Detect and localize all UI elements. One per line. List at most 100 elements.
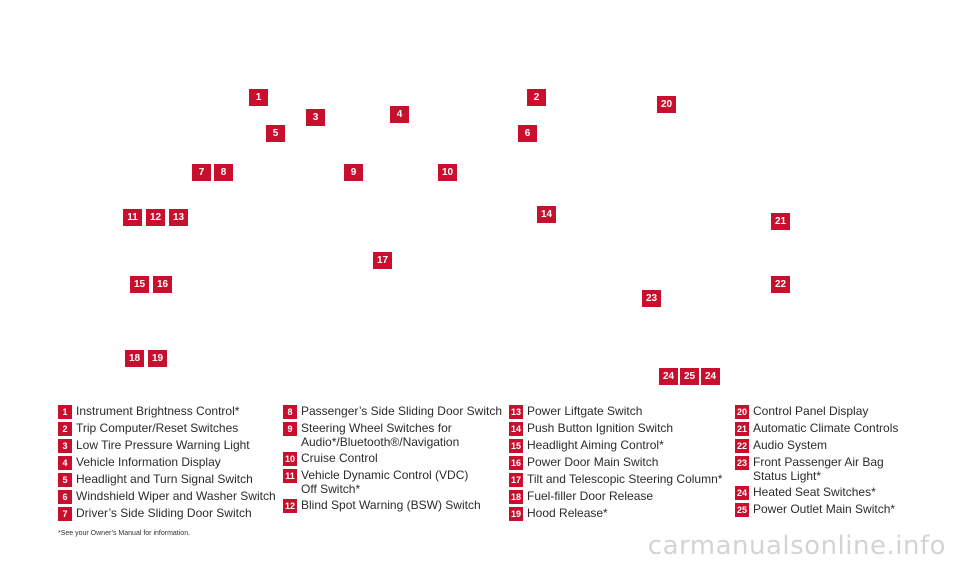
legend-label: Control Panel Display (753, 404, 869, 418)
legend-item: 7 Driver’s Side Sliding Door Switch (58, 506, 276, 521)
legend-item: 17 Tilt and Telescopic Steering Column* (509, 472, 722, 487)
callout-7: 7 (192, 164, 211, 181)
legend-item: 4 Vehicle Information Display (58, 455, 276, 470)
legend-number-badge: 22 (735, 439, 749, 453)
footnote: *See your Owner’s Manual for information… (58, 530, 191, 537)
legend-item: 21 Automatic Climate Controls (735, 421, 898, 436)
legend-item: 8 Passenger’s Side Sliding Door Switch (283, 404, 502, 419)
legend-label: Cruise Control (301, 451, 378, 465)
callout-25: 25 (680, 368, 699, 385)
legend-number-badge: 19 (509, 507, 523, 521)
legend-label: Instrument Brightness Control* (76, 404, 240, 418)
legend-number-badge: 16 (509, 456, 523, 470)
legend-item: 18 Fuel-filler Door Release (509, 489, 722, 504)
legend-label: Vehicle Dynamic Control (VDC) Off Switch… (301, 468, 469, 496)
legend-label: Hood Release* (527, 506, 608, 520)
legend-item: 9 Steering Wheel Switches for Audio*/Blue… (283, 421, 502, 449)
legend-item: 10 Cruise Control (283, 451, 502, 466)
legend-number-badge: 15 (509, 439, 523, 453)
legend-label: Headlight and Turn Signal Switch (76, 472, 253, 486)
callout-24a: 24 (659, 368, 678, 385)
callout-12: 12 (146, 209, 165, 226)
legend-number-badge: 1 (58, 405, 72, 419)
legend-label: Trip Computer/Reset Switches (76, 421, 239, 435)
legend-label: Fuel-filler Door Release (527, 489, 654, 503)
callout-23: 23 (642, 290, 661, 307)
legend-number-badge: 17 (509, 473, 523, 487)
legend-label: Driver’s Side Sliding Door Switch (76, 506, 252, 520)
legend-number-badge: 6 (58, 490, 72, 504)
legend-label: Power Outlet Main Switch* (753, 502, 896, 516)
legend-label: Audio System (753, 438, 828, 452)
legend-label: Headlight Aiming Control* (527, 438, 664, 452)
legend-item: 2 Trip Computer/Reset Switches (58, 421, 276, 436)
legend-column-2: 8 Passenger’s Side Sliding Door Switch 9 St… (283, 404, 502, 515)
legend-item: 1 Instrument Brightness Control* (58, 404, 276, 419)
legend-item: 11 Vehicle Dynamic Control (VDC) Off Swit… (283, 468, 502, 496)
legend-label: Steering Wheel Switches for Audio*/Bluet… (301, 421, 460, 449)
callout-24b: 24 (701, 368, 720, 385)
callout-20: 20 (657, 96, 676, 113)
legend-number-badge: 13 (509, 405, 523, 419)
legend-label: Front Passenger Air Bag Status Light* (753, 455, 884, 483)
legend-item: 19 Hood Release* (509, 506, 722, 521)
legend-label: Low Tire Pressure Warning Light (76, 438, 250, 452)
legend-number-badge: 25 (735, 503, 749, 517)
callout-10: 10 (438, 164, 457, 181)
legend-number-badge: 9 (283, 422, 297, 436)
legend-column-1: 1 Instrument Brightness Control* 2 Trip Com… (58, 404, 276, 523)
legend-number-badge: 24 (735, 486, 749, 500)
callout-1: 1 (249, 89, 268, 106)
legend-item: 5 Headlight and Turn Signal Switch (58, 472, 276, 487)
legend-label: Windshield Wiper and Washer Switch (76, 489, 276, 503)
legend-number-badge: 12 (283, 499, 297, 513)
callout-13: 13 (169, 209, 188, 226)
callout-16: 16 (153, 276, 172, 293)
legend-item: 22 Audio System (735, 438, 898, 453)
callout-21: 21 (771, 213, 790, 230)
legend-number-badge: 5 (58, 473, 72, 487)
callout-2: 2 (527, 89, 546, 106)
callout-3: 3 (306, 109, 325, 126)
callout-6: 6 (518, 125, 537, 142)
legend-label: Vehicle Information Display (76, 455, 221, 469)
legend-number-badge: 2 (58, 422, 72, 436)
legend-number-badge: 11 (283, 469, 297, 483)
callout-14: 14 (537, 206, 556, 223)
legend-label: Blind Spot Warning (BSW) Switch (301, 498, 481, 512)
legend-number-badge: 23 (735, 456, 749, 470)
legend-number-badge: 20 (735, 405, 749, 419)
callout-8: 8 (214, 164, 233, 181)
legend-number-badge: 4 (58, 456, 72, 470)
legend-number-badge: 8 (283, 405, 297, 419)
legend-item: 25 Power Outlet Main Switch* (735, 502, 898, 517)
legend-item: 6 Windshield Wiper and Washer Switch (58, 489, 276, 504)
legend-label: Tilt and Telescopic Steering Column* (527, 472, 723, 486)
legend-number-badge: 21 (735, 422, 749, 436)
legend-item: 16 Power Door Main Switch (509, 455, 722, 470)
legend-number-badge: 10 (283, 452, 297, 466)
legend-item: 20 Control Panel Display (735, 404, 898, 419)
legend-number-badge: 14 (509, 422, 523, 436)
legend-label: Automatic Climate Controls (753, 421, 899, 435)
callout-11: 11 (123, 209, 142, 226)
watermark: carmanualsonline.info (647, 531, 946, 561)
legend-item: 3 Low Tire Pressure Warning Light (58, 438, 276, 453)
callout-9: 9 (344, 164, 363, 181)
legend-item: 23 Front Passenger Air Bag Status Light* (735, 455, 898, 483)
callout-5: 5 (266, 125, 285, 142)
legend-label: Power Door Main Switch (527, 455, 659, 469)
callout-22: 22 (771, 276, 790, 293)
legend-number-badge: 18 (509, 490, 523, 504)
callout-17: 17 (373, 252, 392, 269)
legend-item: 12 Blind Spot Warning (BSW) Switch (283, 498, 502, 513)
callout-19: 19 (148, 350, 167, 367)
legend-item: 15 Headlight Aiming Control* (509, 438, 722, 453)
legend-number-badge: 7 (58, 507, 72, 521)
callout-15: 15 (130, 276, 149, 293)
legend-number-badge: 3 (58, 439, 72, 453)
legend-label: Passenger’s Side Sliding Door Switch (301, 404, 502, 418)
